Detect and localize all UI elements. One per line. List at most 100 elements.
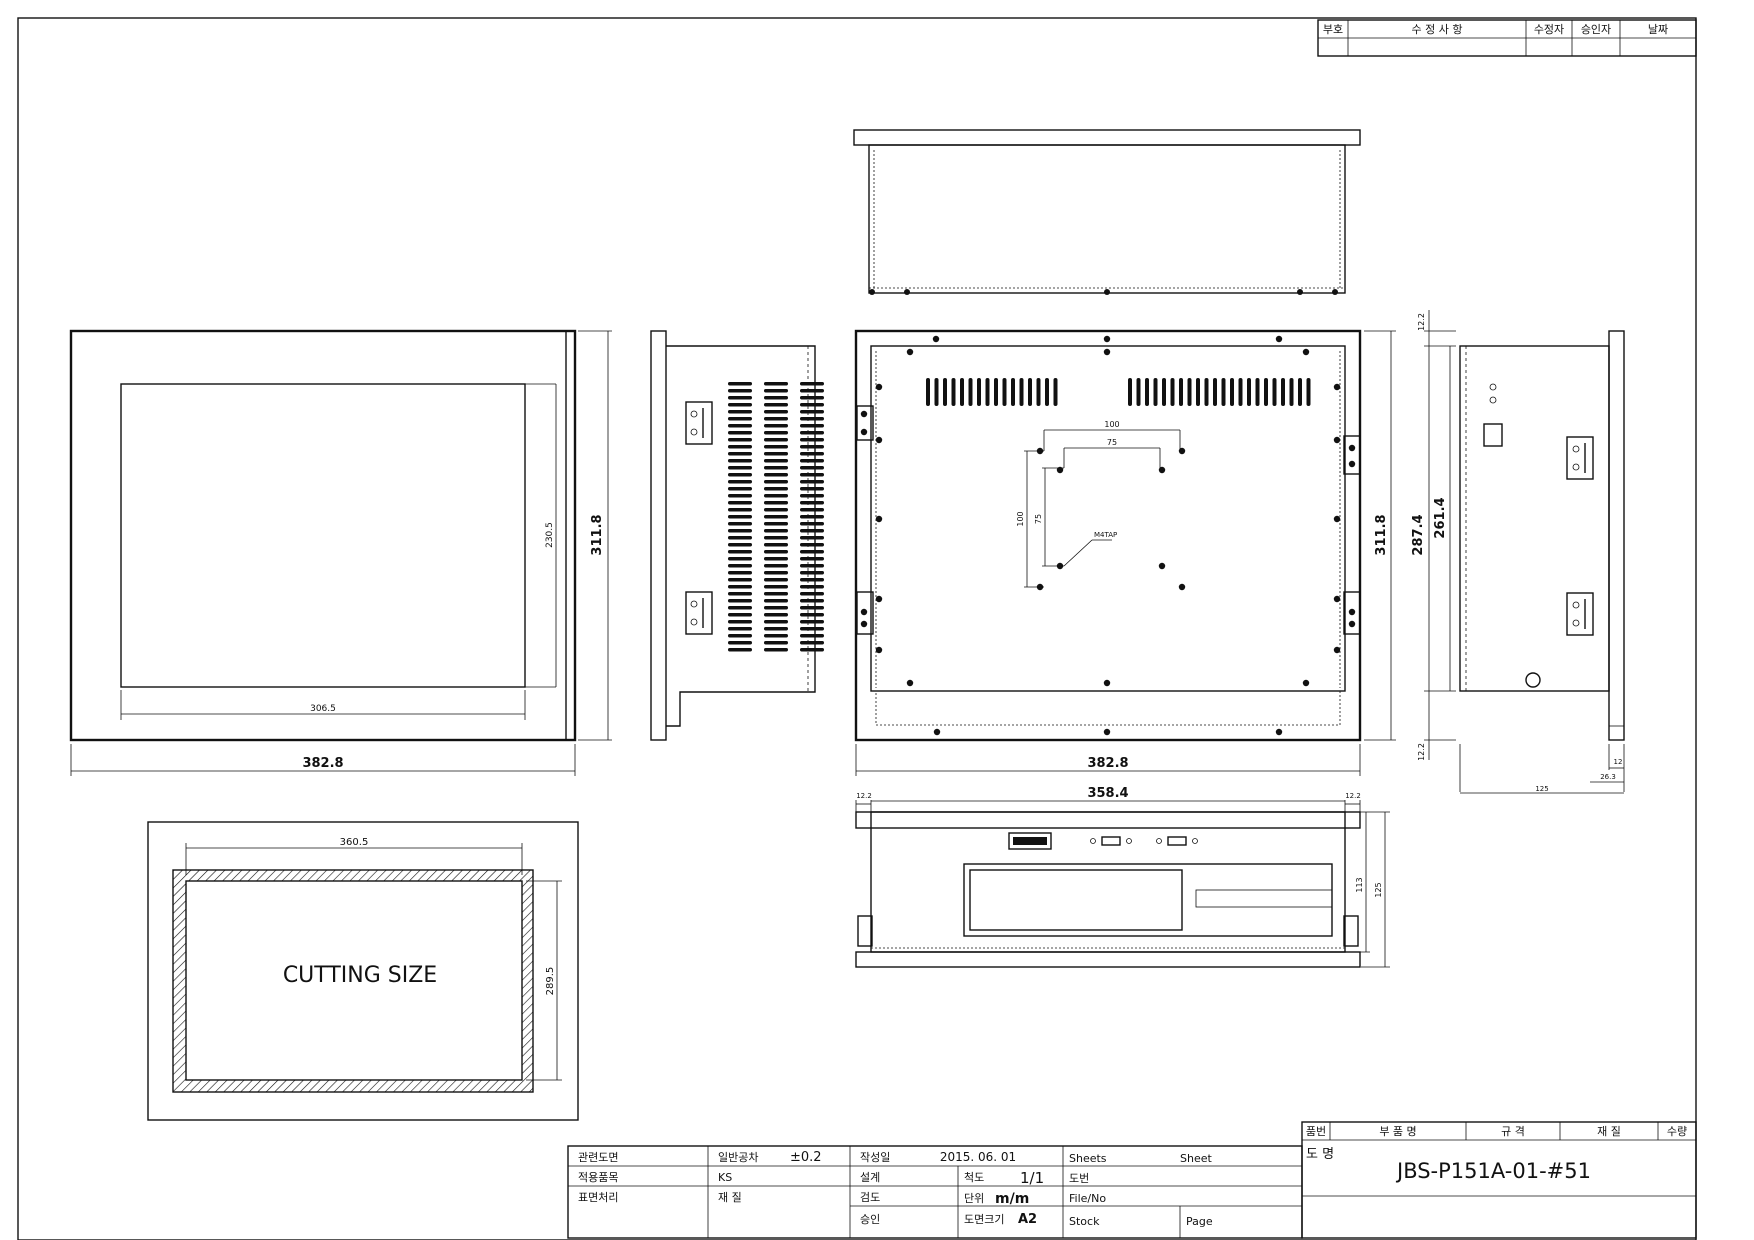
parts-header-qty: 수량 bbox=[1667, 1125, 1687, 1138]
side-vent-slot bbox=[800, 564, 824, 568]
revision-table: 부호 수 정 사 항 수정자 승인자 날짜 bbox=[1317, 19, 1697, 57]
rev-header-change: 수 정 사 항 bbox=[1412, 23, 1463, 36]
top-view bbox=[853, 129, 1361, 295]
side-vent-slot bbox=[800, 550, 824, 554]
rear-screw-hole bbox=[1158, 466, 1166, 474]
tb-drawing-no-label: 도번 bbox=[1069, 1172, 1089, 1185]
rear-vent-slot bbox=[951, 378, 956, 406]
tb-scale-label: 척도 bbox=[964, 1171, 984, 1184]
side-vent-slot bbox=[728, 522, 752, 526]
rear-screw-hole bbox=[906, 348, 914, 356]
side-vent-slot bbox=[764, 529, 788, 533]
side-vent-slot bbox=[764, 606, 788, 610]
rear-vent-slot bbox=[1230, 378, 1234, 406]
tb-material-label: 재 질 bbox=[718, 1191, 742, 1204]
side-dim-top: 12.2 bbox=[1417, 313, 1426, 331]
side-vent-slot bbox=[728, 592, 752, 596]
side-vent-slot bbox=[728, 515, 752, 519]
rear-screw-hole bbox=[860, 608, 868, 616]
bottom-dim-left: 12.2 bbox=[856, 792, 872, 800]
parts-header-spec: 규 격 bbox=[1501, 1125, 1525, 1138]
tb-related-label: 관련도면 bbox=[578, 1151, 618, 1164]
rear-vent-slot bbox=[1272, 378, 1277, 406]
side-vent-slot bbox=[764, 522, 788, 526]
side-dim-height-inner: 261.4 bbox=[1433, 497, 1448, 538]
side-vent-slot bbox=[764, 627, 788, 631]
rear-vent-slot bbox=[1002, 378, 1007, 406]
side-vent-slot bbox=[728, 459, 752, 463]
tb-created-label: 작성일 bbox=[860, 1150, 890, 1164]
side-vent-slot bbox=[800, 396, 824, 400]
drawing-name: JBS-P151A-01-#51 bbox=[1395, 1159, 1591, 1183]
tb-unit-value: m/m bbox=[995, 1191, 1029, 1207]
rear-vent-slot bbox=[1213, 378, 1217, 406]
side-vent-slot bbox=[800, 389, 824, 393]
rear-dim-bottom-width: 358.4 bbox=[1087, 786, 1128, 801]
title-block: 관련도면 일반공차 ±0.2 작성일 2015. 06. 01 Sheets S… bbox=[567, 1145, 1303, 1239]
side-vent-slot bbox=[728, 417, 752, 421]
rear-vent-slot bbox=[1238, 378, 1243, 406]
rear-screw-hole bbox=[1178, 583, 1186, 591]
rear-vent-slot bbox=[1264, 378, 1268, 406]
rear-screw-hole bbox=[1333, 646, 1341, 654]
side-vent-slot bbox=[764, 585, 788, 589]
side-vent-slot bbox=[728, 571, 752, 575]
tb-file-label: File/No bbox=[1069, 1192, 1106, 1205]
rear-screw-hole bbox=[1103, 679, 1111, 687]
side-vent-slot bbox=[728, 473, 752, 477]
rear-vent-slot bbox=[1289, 378, 1294, 406]
side-vent-slot bbox=[764, 620, 788, 624]
rear-vesa-inner: 75 bbox=[1107, 438, 1117, 447]
side-vent-slot bbox=[800, 466, 824, 470]
side-vent-slot bbox=[764, 487, 788, 491]
tb-standard: KS bbox=[718, 1171, 732, 1184]
side-dim-small: 26.3 bbox=[1600, 773, 1616, 781]
side-vent-slot bbox=[728, 536, 752, 540]
rear-vent-slot bbox=[1281, 378, 1285, 406]
side-vent-slot bbox=[764, 459, 788, 463]
side-vent-slot bbox=[800, 620, 824, 624]
rear-vent-slot bbox=[1011, 378, 1015, 406]
side-vent-slot bbox=[728, 452, 752, 456]
side-vent-slot bbox=[764, 543, 788, 547]
rear-screw-hole bbox=[1275, 335, 1283, 343]
rear-vent-slot bbox=[1196, 378, 1200, 406]
side-vent-slot bbox=[800, 438, 824, 442]
side-vent-slot bbox=[800, 529, 824, 533]
parts-header-no: 품번 bbox=[1306, 1125, 1326, 1138]
rear-screw-hole bbox=[1103, 335, 1111, 343]
side-vent-slot bbox=[800, 606, 824, 610]
side-vent-slot bbox=[800, 585, 824, 589]
side-vent-slot bbox=[764, 417, 788, 421]
side-vent-slot bbox=[728, 543, 752, 547]
side-vent-slot bbox=[764, 452, 788, 456]
tb-stock-label: Stock bbox=[1069, 1215, 1100, 1228]
rear-vesa-outer-v: 100 bbox=[1016, 511, 1025, 526]
side-dim-height-outer: 287.4 bbox=[1411, 514, 1426, 555]
rear-tap-note: M4TAP bbox=[1094, 531, 1117, 539]
side-vent-slot bbox=[764, 536, 788, 540]
rear-screw-hole bbox=[1348, 620, 1356, 628]
side-vent-slot bbox=[800, 452, 824, 456]
side-vent-slot bbox=[800, 536, 824, 540]
rear-vent-slot bbox=[1204, 378, 1209, 406]
front-view: 306.5 230.5 382.8 311.8 bbox=[69, 329, 612, 776]
side-vent-slot bbox=[764, 466, 788, 470]
side-vent-slot bbox=[800, 431, 824, 435]
side-vent-slot bbox=[800, 592, 824, 596]
side-vent-slot bbox=[728, 410, 752, 414]
rear-screw-hole bbox=[875, 436, 883, 444]
side-vent-slot bbox=[728, 403, 752, 407]
side-vent-slot bbox=[800, 410, 824, 414]
front-dim-width: 382.8 bbox=[302, 756, 343, 771]
rear-vesa-inner-v: 75 bbox=[1034, 514, 1043, 524]
rear-screw-hole bbox=[1333, 595, 1341, 603]
rear-vent-slot bbox=[1128, 378, 1132, 406]
rear-vent-slot bbox=[1306, 378, 1311, 406]
side-vent-slot bbox=[728, 466, 752, 470]
side-vent-slot bbox=[764, 396, 788, 400]
side-vent-slot bbox=[800, 641, 824, 645]
rear-vent-slot bbox=[977, 378, 981, 406]
side-vent-slot bbox=[800, 508, 824, 512]
side-vent-slot bbox=[728, 634, 752, 638]
